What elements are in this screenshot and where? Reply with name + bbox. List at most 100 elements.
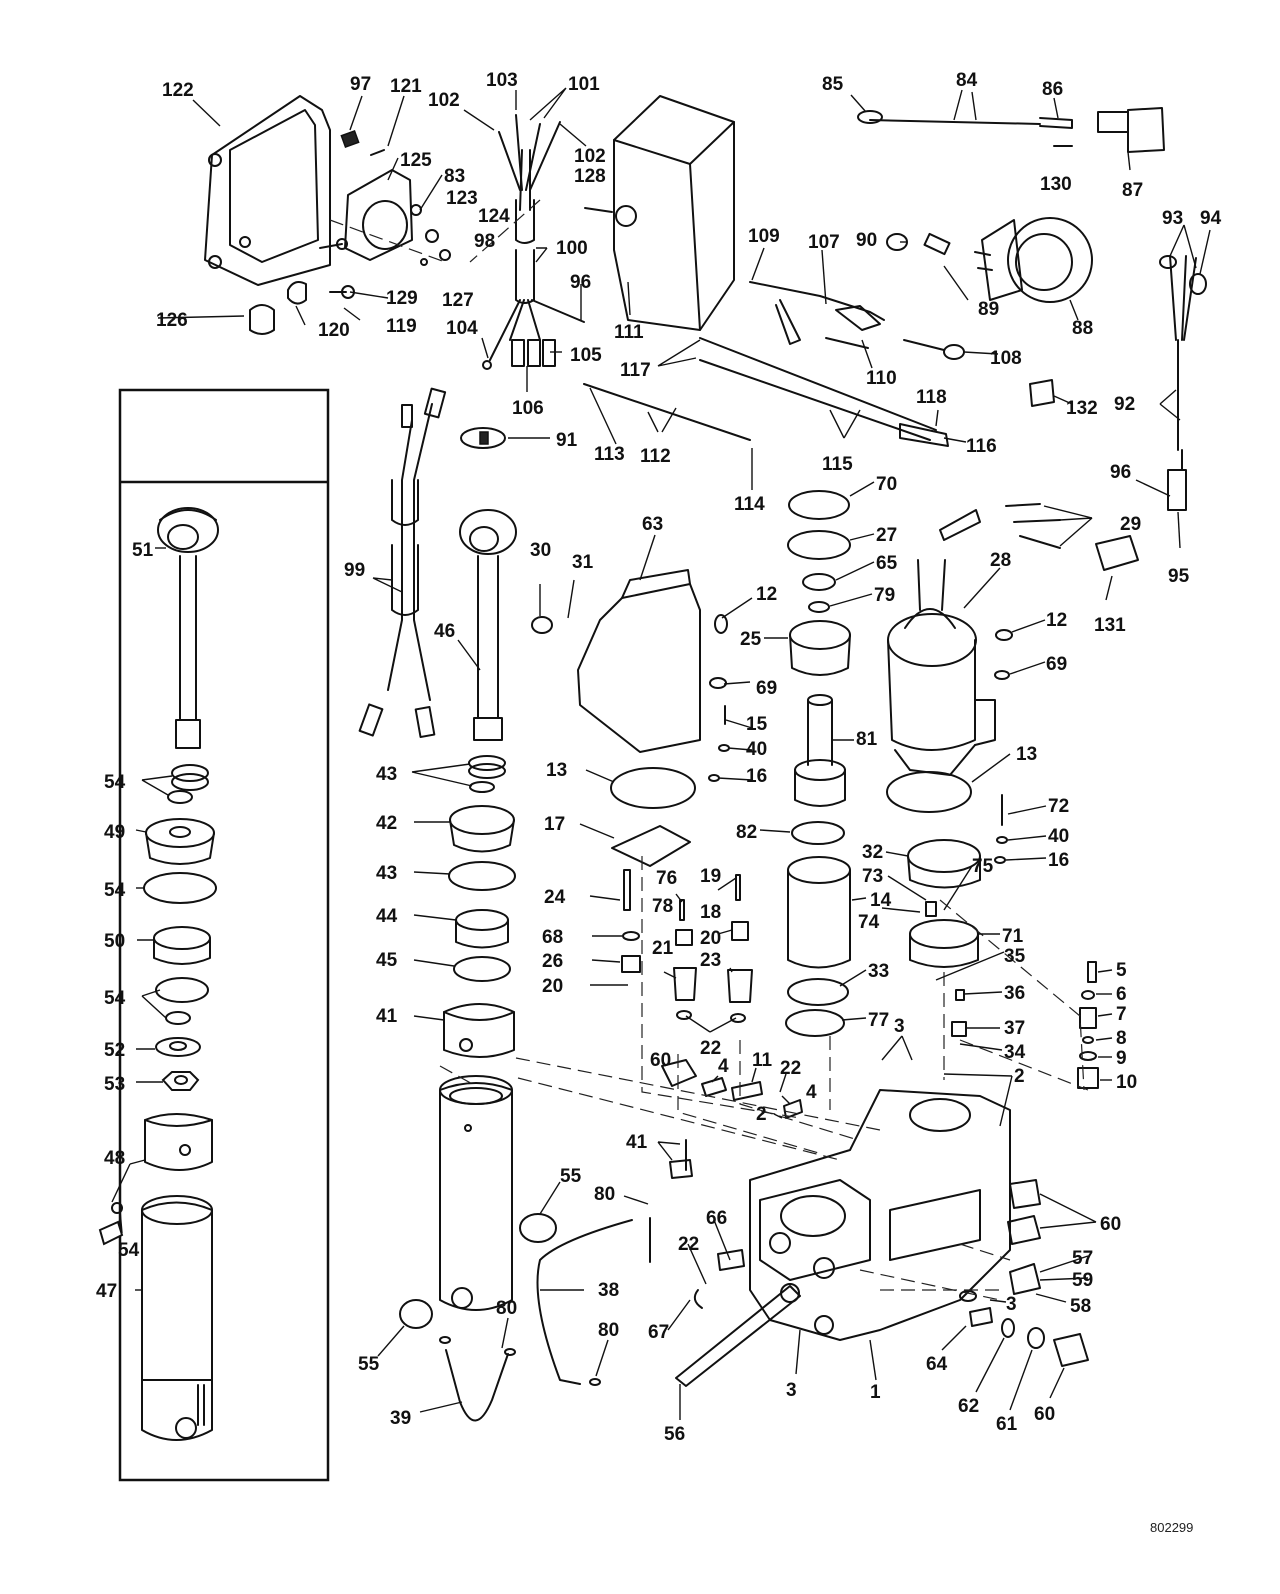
callout-61: 61 <box>996 1414 1018 1435</box>
callout-57: 57 <box>1072 1248 1093 1269</box>
callout-38: 38 <box>598 1280 619 1301</box>
trim-gauge-part <box>974 217 1093 303</box>
callout-102-left: 102 <box>428 90 460 111</box>
figure-code: 802299 <box>1150 1520 1193 1535</box>
callout-92: 92 <box>1114 394 1135 415</box>
callout-83: 83 <box>444 166 465 187</box>
callout-85: 85 <box>822 74 844 95</box>
callout-27: 27 <box>876 525 897 546</box>
callout-100: 100 <box>556 238 588 259</box>
callout-60-c: 60 <box>1034 1404 1055 1425</box>
callout-11: 11 <box>752 1050 773 1071</box>
callout-80-b: 80 <box>496 1298 517 1319</box>
callout-99: 99 <box>344 560 365 581</box>
callout-22-b: 22 <box>780 1058 801 1079</box>
parts-artwork <box>98 95 1207 1482</box>
callout-81: 81 <box>856 729 878 750</box>
callout-46: 46 <box>434 621 455 642</box>
callout-34: 34 <box>1004 1042 1026 1063</box>
callout-60-b: 60 <box>1100 1214 1121 1235</box>
callout-94: 94 <box>1200 208 1222 229</box>
manifold-housing-part <box>749 1089 1011 1341</box>
callout-102-right: 102 <box>574 146 606 167</box>
callout-67: 67 <box>648 1322 669 1343</box>
callout-76: 76 <box>656 868 677 889</box>
callout-36: 36 <box>1004 983 1025 1004</box>
callout-77: 77 <box>868 1010 889 1031</box>
callout-39: 39 <box>390 1408 411 1429</box>
callout-25: 25 <box>740 629 762 650</box>
callout-129: 129 <box>386 288 418 309</box>
callout-86: 86 <box>1042 79 1063 100</box>
callout-96-right: 96 <box>1110 462 1131 483</box>
callout-87: 87 <box>1122 180 1143 201</box>
callout-42: 42 <box>376 813 397 834</box>
callout-108: 108 <box>990 348 1022 369</box>
callout-70: 70 <box>876 474 897 495</box>
callout-58: 58 <box>1070 1296 1091 1317</box>
callout-33: 33 <box>868 961 889 982</box>
callout-115: 115 <box>822 454 853 475</box>
pump-motor-part <box>887 509 996 776</box>
solenoid-box-part <box>613 95 735 331</box>
callout-71: 71 <box>1002 926 1024 947</box>
callout-13-a: 13 <box>546 760 567 781</box>
callout-97: 97 <box>350 74 371 95</box>
callout-91: 91 <box>556 430 578 451</box>
callout-19: 19 <box>700 866 721 887</box>
callout-12-b: 12 <box>1046 610 1067 631</box>
callout-35: 35 <box>1004 946 1026 967</box>
callout-13-b: 13 <box>1016 744 1037 765</box>
callout-28: 28 <box>990 550 1011 571</box>
callout-65: 65 <box>876 553 898 574</box>
callout-21: 21 <box>652 938 674 959</box>
callout-29: 29 <box>1120 514 1141 535</box>
reservoir-part <box>577 569 701 753</box>
callout-63: 63 <box>642 514 663 535</box>
callout-95: 95 <box>1168 566 1190 587</box>
callout-66: 66 <box>706 1208 727 1229</box>
callout-118: 118 <box>916 387 947 408</box>
callout-120: 120 <box>318 320 350 341</box>
callout-84: 84 <box>956 70 978 91</box>
callout-1: 1 <box>870 1382 881 1403</box>
callout-128: 128 <box>574 166 606 187</box>
callout-48: 48 <box>104 1148 125 1169</box>
callout-80-a: 80 <box>594 1184 615 1205</box>
callout-4-a: 4 <box>718 1056 729 1077</box>
callout-2-a: 2 <box>756 1104 767 1125</box>
callout-26: 26 <box>542 951 563 972</box>
callout-32: 32 <box>862 842 883 863</box>
callout-104: 104 <box>446 318 478 339</box>
callout-10: 10 <box>1116 1072 1137 1093</box>
callout-62: 62 <box>958 1396 979 1417</box>
callout-124: 124 <box>478 206 510 227</box>
callout-132: 132 <box>1066 398 1098 419</box>
callout-112: 112 <box>640 446 671 467</box>
callout-44: 44 <box>376 906 398 927</box>
callout-69-b: 69 <box>1046 654 1067 675</box>
callout-101: 101 <box>568 74 600 95</box>
callout-69-a: 69 <box>756 678 777 699</box>
callout-53: 53 <box>104 1074 125 1095</box>
callout-23: 23 <box>700 950 721 971</box>
callout-122: 122 <box>162 80 194 101</box>
callout-40-a: 40 <box>746 739 767 760</box>
callout-90: 90 <box>856 230 877 251</box>
callout-8: 8 <box>1116 1028 1127 1049</box>
callout-20-a: 20 <box>542 976 563 997</box>
callout-52: 52 <box>104 1040 125 1061</box>
callout-20-b: 20 <box>700 928 721 949</box>
piston-rod-eye-part <box>157 507 219 749</box>
callout-18: 18 <box>700 902 721 923</box>
callout-41-a: 41 <box>376 1006 398 1027</box>
callout-110: 110 <box>866 368 897 389</box>
callout-14: 14 <box>870 890 892 911</box>
callout-15: 15 <box>746 714 768 735</box>
callout-93: 93 <box>1162 208 1183 229</box>
callout-54-a: 54 <box>104 772 126 793</box>
callout-51: 51 <box>132 540 154 561</box>
callout-116: 116 <box>966 436 997 457</box>
callout-4-b: 4 <box>806 1082 817 1103</box>
callout-106: 106 <box>512 398 544 419</box>
